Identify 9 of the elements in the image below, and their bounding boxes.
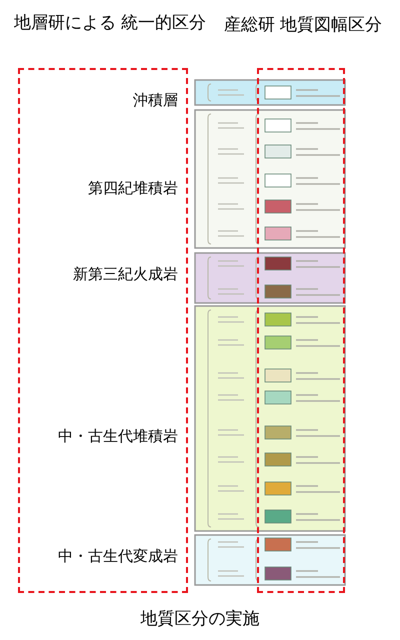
dashed-frame (18, 68, 188, 593)
category-label: 第四紀堆積岩 (88, 178, 178, 198)
column-heading: 産総研 地質図幅区分 (222, 14, 384, 36)
category-label: 中・古生代変成岩 (58, 546, 178, 566)
category-label: 新第三紀火成岩 (73, 264, 178, 284)
category-label: 中・古生代堆積岩 (58, 426, 178, 446)
category-label: 沖積層 (133, 90, 178, 110)
caption: 地質区分の実施 (140, 608, 260, 630)
column-heading: 地層研による 統一的区分 (12, 12, 208, 34)
